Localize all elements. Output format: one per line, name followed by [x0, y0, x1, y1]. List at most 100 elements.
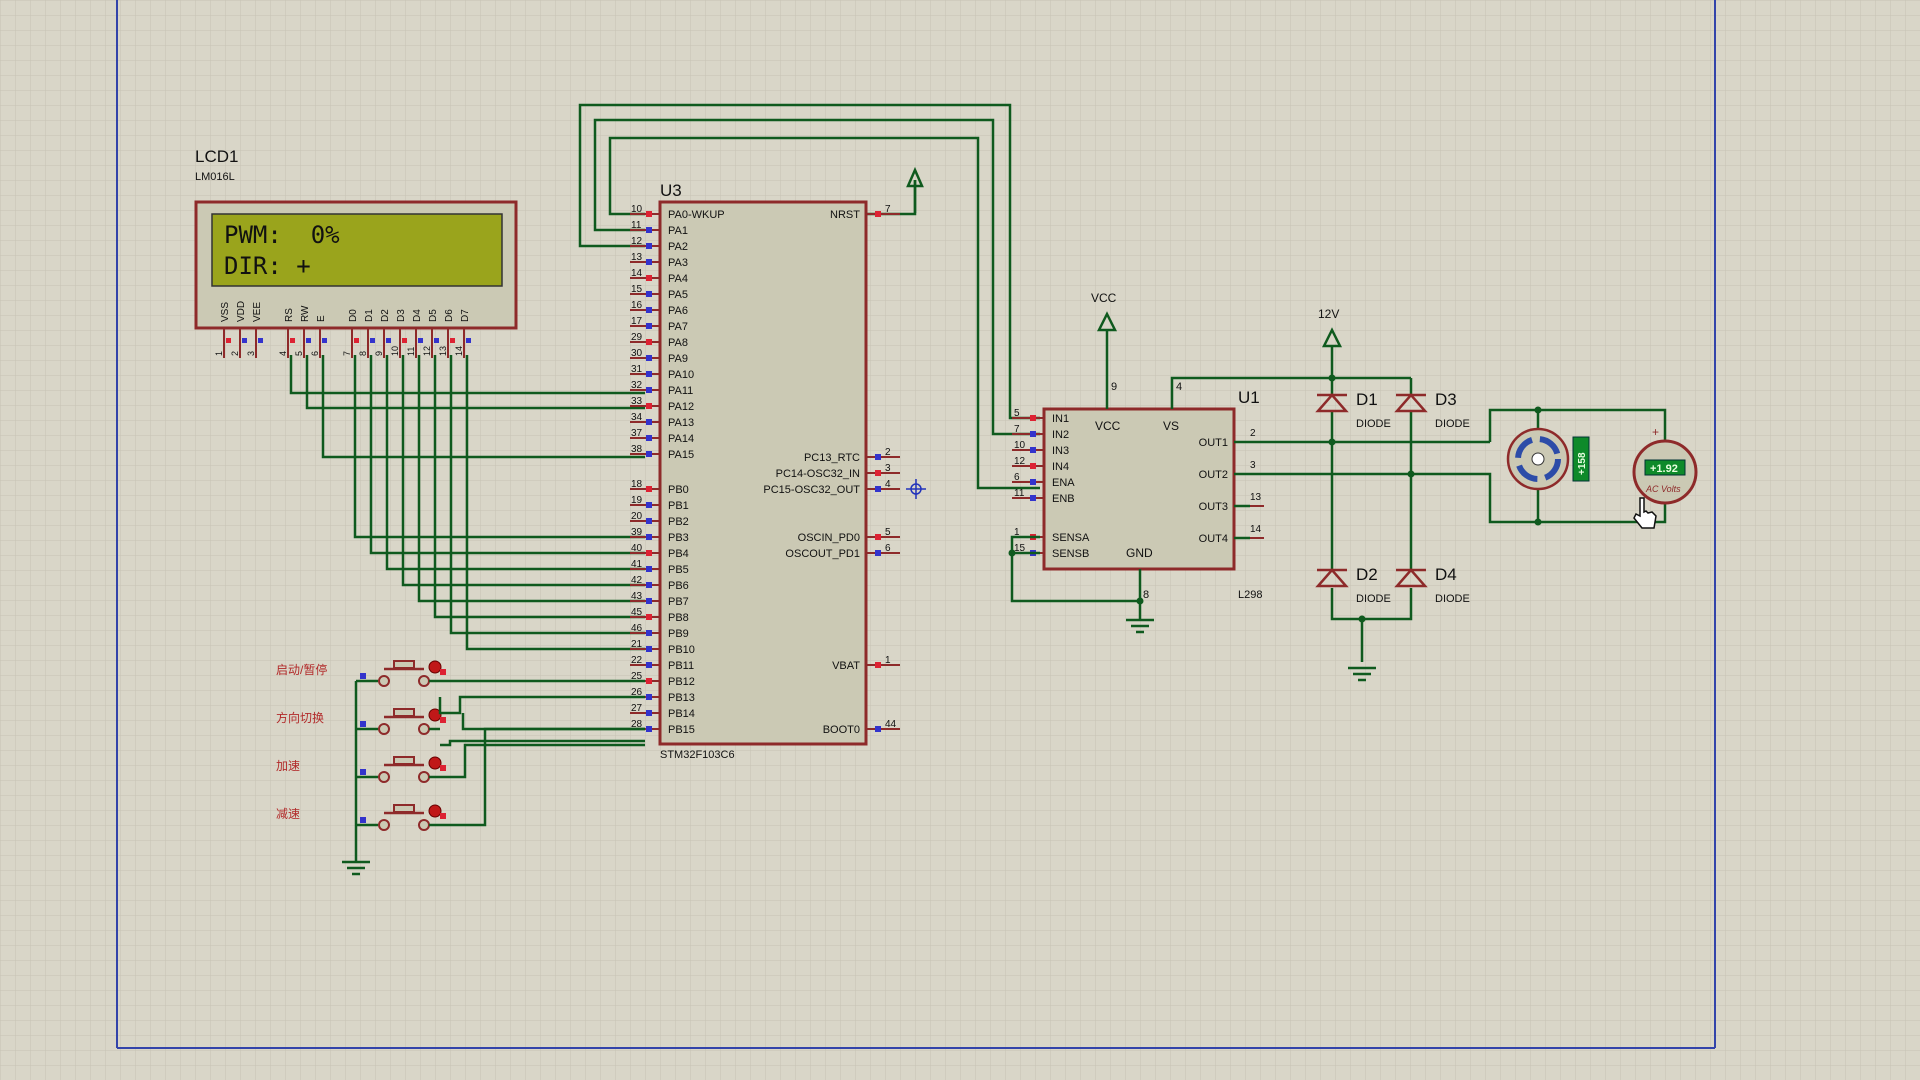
mcu-pin-number: 21	[631, 639, 643, 650]
mcu-pin-number: 11	[631, 220, 642, 231]
mcu-pin-name: PA6	[668, 305, 688, 317]
mcu-pin-number: 26	[631, 687, 643, 698]
lcd-pin-number: 1	[214, 351, 224, 356]
push-button-2[interactable]: 方向切换	[276, 708, 446, 735]
mcu-pin-number: 45	[631, 607, 643, 618]
lcd-pin-label: E	[316, 315, 327, 322]
lcd-component[interactable]: LCD1 LM016L PWM: 0% DIR: + VSS1VDD2VEE3R…	[194, 147, 518, 358]
driver-pin-name: IN4	[1052, 461, 1069, 473]
mcu-pin-number: 17	[631, 316, 643, 327]
v12-terminal[interactable]: 12V	[1318, 307, 1343, 378]
mcu-pin-name: PB15	[668, 724, 695, 736]
mcu-pin-number: 28	[631, 719, 643, 730]
mcu-pin-number: 6	[885, 543, 891, 554]
driver-pin-name: ENA	[1052, 477, 1075, 489]
driver-pin-name: SENSB	[1052, 548, 1089, 560]
dc-motor[interactable]: +158	[1506, 427, 1590, 491]
mcu-pin-number: 1	[885, 655, 891, 666]
motor-readout: +158	[1577, 452, 1588, 475]
diode-type: DIODE	[1356, 418, 1391, 430]
mcu-pin-number: 29	[631, 332, 643, 343]
mcu-pin-name: PA15	[668, 449, 694, 461]
lcd-bus-wires	[289, 355, 645, 651]
push-button-label: 减速	[276, 807, 300, 821]
mcu-pin-number: 2	[885, 447, 891, 458]
push-button-1[interactable]: 启动/暂停	[276, 660, 446, 687]
mcu-pin-name: PB1	[668, 500, 689, 512]
mcu-pin-number: 38	[631, 444, 643, 455]
diode-ref: D3	[1435, 390, 1457, 409]
lcd-pin-label: D4	[412, 309, 423, 322]
driver-pin-number: 2	[1250, 428, 1256, 439]
mcu-pin-number: 12	[631, 236, 643, 247]
mcu-pin-name: PC14-OSC32_IN	[776, 468, 860, 480]
motor-readout-box	[1572, 436, 1590, 482]
lcd-pin-number: 5	[294, 351, 304, 356]
mcu-right-pins: 7NRST2PC13_RTC3PC14-OSC32_IN4PC15-OSC32_…	[763, 204, 900, 736]
driver-pin-name: OUT4	[1199, 533, 1228, 545]
mcu-pin-number: 22	[631, 655, 643, 666]
lcd-pin-number: 3	[246, 351, 256, 356]
mcu-pin-name: PB3	[668, 532, 689, 544]
push-button-4[interactable]: 减速	[276, 804, 446, 831]
driver-part: L298	[1238, 589, 1262, 601]
driver-vcc-label: VCC	[1095, 419, 1121, 433]
mcu-pin-name: PB13	[668, 692, 695, 704]
push-button-3[interactable]: 加速	[276, 756, 446, 783]
v12-label: 12V	[1318, 307, 1339, 321]
driver-pin-8: 8	[1143, 589, 1149, 601]
lcd-pin-number: 7	[342, 351, 352, 356]
crosshair-marker	[906, 479, 926, 499]
voltmeter-display	[1644, 459, 1686, 476]
mcu-pin-number: 44	[885, 719, 897, 730]
lcd-pin-label: RW	[300, 305, 311, 322]
lcd-pin-label: VSS	[220, 302, 231, 322]
mcu-pin-number: 19	[631, 495, 643, 506]
driver-pin-name: OUT2	[1199, 469, 1228, 481]
mcu-pin-name: PA7	[668, 321, 688, 333]
mcu-pin-number: 4	[885, 479, 891, 490]
diode-ref: D1	[1356, 390, 1378, 409]
driver-pin-name: OUT1	[1199, 437, 1228, 449]
mcu-pin-number: 31	[631, 364, 643, 375]
lcd-pin-label: VDD	[236, 301, 247, 322]
lcd-pin-number: 4	[278, 351, 288, 356]
lcd-pin-label: D2	[380, 309, 391, 322]
mcu-pin-name: PB4	[668, 548, 689, 560]
mcu-pin-number: 14	[631, 268, 643, 279]
mcu-pin-name: PB2	[668, 516, 689, 528]
ac-voltmeter[interactable]: + +1.92 AC Volts	[1632, 425, 1698, 505]
mcu-pin-number: 10	[631, 204, 643, 215]
lcd-pin-label: D3	[396, 309, 407, 322]
mcu-pin-name: PA12	[668, 401, 694, 413]
mcu-pin-name: OSCIN_PD0	[798, 532, 860, 544]
button-wires	[354, 679, 645, 862]
vcc-terminal[interactable]: VCC	[1091, 291, 1118, 409]
lcd-line-2: DIR: +	[224, 252, 311, 280]
mcu-pin-number: 46	[631, 623, 643, 634]
lcd-pin-number: 9	[374, 351, 384, 356]
lcd-pin-label: VEE	[252, 302, 263, 322]
mcu-pin-name: PB10	[668, 644, 695, 656]
mcu-pin-name: PB7	[668, 596, 689, 608]
mcu-pin-name: PA11	[668, 385, 693, 397]
driver-pin-number: 13	[1250, 492, 1262, 503]
mcu-pin-name: PA9	[668, 353, 688, 365]
push-button-label: 方向切换	[276, 710, 324, 725]
mcu-pin-number: 42	[631, 575, 643, 586]
mcu-pin-name: PA8	[668, 337, 688, 349]
mcu-pin-name: PA13	[668, 417, 694, 429]
mcu-pin-number: 27	[631, 703, 643, 714]
mcu-pin-name: PC13_RTC	[804, 452, 860, 464]
bridge-ground-symbol	[1348, 666, 1376, 682]
